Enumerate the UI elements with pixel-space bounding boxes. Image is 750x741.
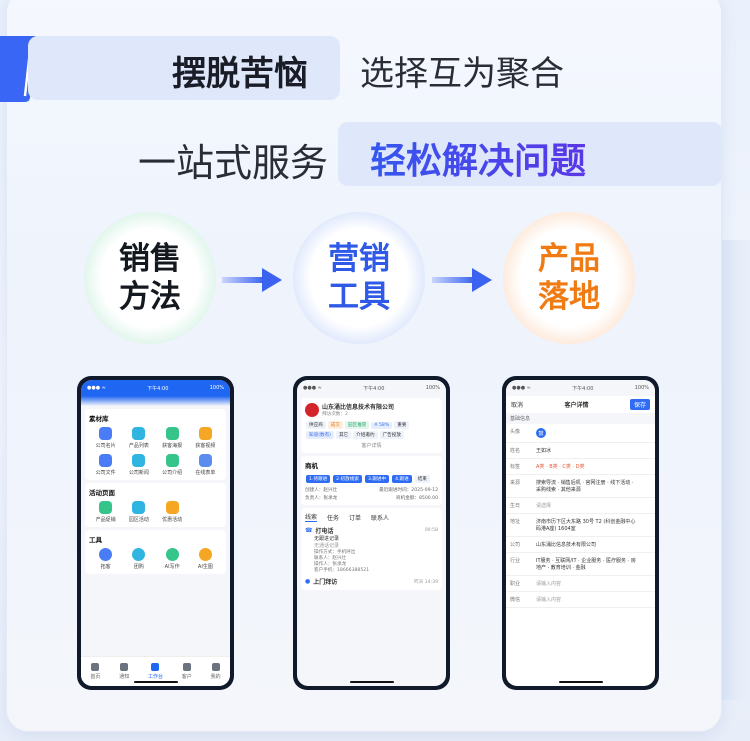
field-address[interactable]: 地址济南市历下区大东路 30号 T2 (科创金融中心码港A座) 1604室: [506, 514, 655, 537]
phone-icon: ☎: [305, 527, 313, 534]
company-logo-icon: [305, 402, 319, 417]
field-company[interactable]: 公司山东涌比信息技术有限公司: [506, 537, 655, 553]
home-indicator: [133, 681, 178, 683]
arrow-right-icon: [432, 268, 492, 292]
tile-news[interactable]: 公司新闻: [122, 454, 155, 476]
arrow-right-icon: [222, 268, 282, 292]
subtab-contacts[interactable]: 联系人: [371, 514, 390, 522]
side-shadow: [722, 240, 750, 700]
subtab-tasks[interactable]: 任务: [327, 514, 340, 522]
home-indicator: [558, 681, 603, 683]
home-indicator: [349, 681, 394, 683]
field-birthday[interactable]: 生日请选择: [506, 498, 655, 514]
cancel-button[interactable]: 取消: [511, 402, 524, 409]
tile-product-list[interactable]: 产品列表: [122, 427, 155, 449]
step-product-landing: 产品落地: [503, 212, 635, 344]
tab-home[interactable]: 首页: [90, 663, 100, 680]
tile-company-card[interactable]: 公司名片: [89, 427, 122, 449]
headline-light-1: 选择互为聚合: [360, 54, 564, 94]
tile-discount[interactable]: 优惠活动: [156, 501, 189, 523]
tile-form[interactable]: 在线表单: [189, 454, 222, 476]
field-avatar[interactable]: 头像鼓: [506, 424, 655, 443]
stage-2[interactable]: 2.初放线索: [333, 475, 362, 483]
nav-bar: 取消 客户详情 保存: [506, 396, 655, 413]
stage-4[interactable]: 4.跟进: [392, 475, 412, 483]
headline-bold-1: 摆脱苦恼: [172, 54, 308, 94]
stage-1[interactable]: 1.待跟进: [306, 475, 331, 483]
field-name[interactable]: 姓名王如冰: [506, 443, 655, 459]
tab-notify[interactable]: 通知: [119, 663, 129, 680]
tile-files[interactable]: 公司文件: [89, 454, 122, 476]
tab-mine[interactable]: 我的: [211, 663, 221, 680]
field-wechat[interactable]: 微信请输入内容: [506, 592, 655, 608]
step-sales-method: 销售方法: [84, 212, 216, 344]
section-materials: 素材库 公司名片 产品列表 获客海报 获客视频 公司文件 公司新闻 公司介绍 在…: [85, 409, 226, 480]
headline-pill-1: [28, 36, 340, 100]
headline-gradient: 轻松解决问题: [370, 132, 586, 184]
tab-workbench[interactable]: 工作台: [148, 663, 163, 680]
tile-ai-write[interactable]: AI写作: [156, 548, 189, 570]
user-icon: ●: [305, 578, 311, 585]
tile-prospect[interactable]: 拓客: [89, 548, 122, 570]
tile-video[interactable]: 获客视频: [189, 427, 222, 449]
stage-end[interactable]: 结束: [414, 475, 430, 483]
field-job[interactable]: 职业请输入内容: [506, 576, 655, 592]
tile-ai-image[interactable]: AI生图: [189, 548, 222, 570]
subtab-leads[interactable]: 线索: [305, 514, 318, 522]
headline-pill-2: [338, 122, 722, 186]
tile-promo[interactable]: 产品促销: [89, 501, 122, 523]
bottom-tab-bar: 首页 通知 工作台 客户 我的: [81, 656, 230, 686]
tab-customer[interactable]: 客户: [182, 663, 192, 680]
tile-group-buy[interactable]: 团购: [122, 548, 155, 570]
customer-detail-link[interactable]: 客户详情: [361, 443, 382, 449]
step-marketing-tools: 营销工具: [293, 212, 425, 344]
field-source[interactable]: 来源搜索导流 · 销售后机 · 官网注册 · 线下活动 · 采购线索 · 其他来…: [506, 475, 655, 498]
section-activities: 活动页面 产品促销 园区活动 优惠活动: [85, 483, 226, 527]
headline-light-2: 一站式服务: [138, 141, 329, 185]
tile-park-event[interactable]: 园区活动: [122, 501, 155, 523]
section-tools: 工具 拓客 团购 AI写作 AI生图: [85, 530, 226, 574]
subtab-orders[interactable]: 订单: [349, 514, 362, 522]
tile-intro[interactable]: 公司介绍: [156, 454, 189, 476]
stage-3[interactable]: 3.跟进中: [364, 475, 390, 483]
tile-poster[interactable]: 获客海报: [156, 427, 189, 449]
save-button[interactable]: 保存: [629, 399, 650, 410]
